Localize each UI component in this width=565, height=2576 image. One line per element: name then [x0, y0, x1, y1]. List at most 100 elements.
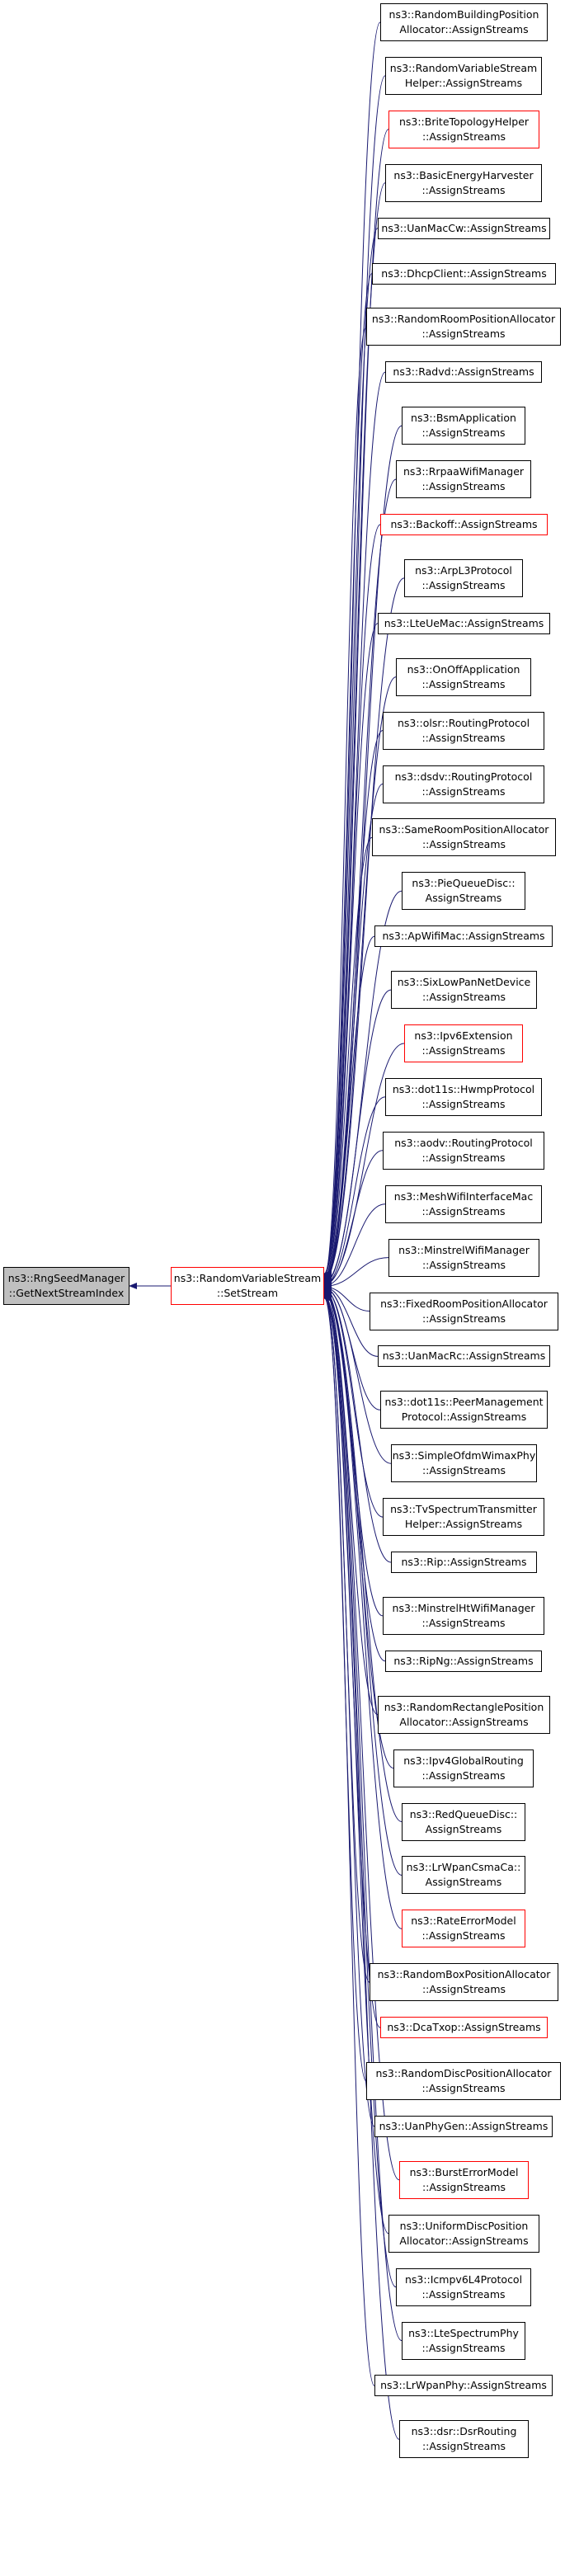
caller-node[interactable]: ns3::RateErrorModel::AssignStreams: [402, 1910, 525, 1948]
caller-node[interactable]: ns3::aodv::RoutingProtocol::AssignStream…: [383, 1131, 544, 1170]
node-label-line: ns3::OnOffApplication: [407, 662, 520, 676]
set-stream-node[interactable]: ns3::RandomVariableStream::SetStream: [171, 1267, 324, 1305]
caller-node[interactable]: ns3::ApWifiMac::AssignStreams: [374, 925, 553, 948]
node-label-line: ns3::RandomRoomPositionAllocator: [371, 313, 556, 326]
caller-node[interactable]: ns3::FixedRoomPositionAllocator::AssignS…: [370, 1292, 558, 1330]
edge-caller-to-hub: [323, 1284, 392, 1464]
caller-node[interactable]: ns3::SimpleOfdmWimaxPhy::AssignStreams: [391, 1444, 537, 1483]
current-function-node: ns3::RngSeedManager::GetNextStreamIndex: [3, 1267, 129, 1305]
caller-node[interactable]: ns3::Ipv6Extension::AssignStreams: [404, 1024, 523, 1062]
caller-node[interactable]: ns3::UanMacCw::AssignStreams: [378, 217, 550, 239]
caller-node[interactable]: ns3::UanMacRc::AssignStreams: [378, 1345, 550, 1368]
node-label-line: ns3::Ipv6Extension: [414, 1029, 513, 1042]
caller-node[interactable]: ns3::MeshWifiInterfaceMac::AssignStreams: [385, 1184, 542, 1223]
caller-node[interactable]: ns3::BurstErrorModel::AssignStreams: [399, 2160, 529, 2199]
node-label-line: ::AssignStreams: [421, 1312, 506, 1325]
caller-node[interactable]: ns3::dot11s::HwmpProtocol::AssignStreams: [385, 1077, 542, 1116]
node-label-line: ns3::BriteTopologyHelper: [398, 115, 530, 128]
caller-node[interactable]: ns3::Rip::AssignStreams: [391, 1552, 537, 1573]
node-label-line: Allocator::AssignStreams: [399, 1715, 529, 1728]
node-label-line: ns3::RandomRectanglePosition: [384, 1700, 544, 1713]
caller-node[interactable]: ns3::RipNg::AssignStreams: [385, 1650, 542, 1672]
node-label-line: ns3::Backoff::AssignStreams: [390, 518, 538, 530]
node-label-line: ::AssignStreams: [421, 1044, 506, 1057]
caller-node[interactable]: ns3::LrWpanPhy::AssignStreams: [374, 2375, 553, 2397]
caller-node[interactable]: ns3::BsmApplication::AssignStreams: [402, 407, 525, 445]
node-label-line: ns3::UanPhyGen::AssignStreams: [379, 2119, 549, 2132]
node-label-line: ns3::LrWpanPhy::AssignStreams: [380, 2379, 547, 2392]
caller-node[interactable]: ns3::Radvd::AssignStreams: [385, 361, 542, 384]
caller-node[interactable]: ns3::Backoff::AssignStreams: [380, 514, 548, 535]
caller-node[interactable]: ns3::Ipv4GlobalRouting::AssignStreams: [393, 1749, 534, 1787]
caller-node[interactable]: ns3::Icmpv6L4Protocol::AssignStreams: [396, 2268, 531, 2306]
node-label-line: ns3::DhcpClient::AssignStreams: [381, 266, 547, 280]
caller-node[interactable]: ns3::PieQueueDisc::AssignStreams: [402, 872, 525, 911]
node-label-line: Allocator::AssignStreams: [399, 23, 529, 35]
node-label-line: ns3::RandomDiscPositionAllocator: [375, 2067, 552, 2079]
node-label-line: ns3::RedQueueDisc::: [409, 1807, 518, 1820]
node-label-line: AssignStreams: [425, 892, 502, 905]
caller-node[interactable]: ns3::dsdv::RoutingProtocol::AssignStream…: [383, 765, 544, 803]
node-label-line: ::AssignStreams: [421, 480, 506, 493]
node-label-line: ::AssignStreams: [421, 1464, 506, 1477]
node-label-line: ::AssignStreams: [421, 327, 506, 341]
edge-caller-to-hub: [323, 1288, 379, 1716]
node-label-line: ns3::LrWpanCsmaCa::: [406, 1861, 521, 1874]
edge-caller-to-hub: [323, 182, 386, 1279]
node-label-line: ::AssignStreams: [421, 1204, 506, 1217]
edge-caller-to-hub: [323, 1293, 389, 2235]
edge-caller-to-hub: [323, 1257, 389, 1290]
caller-node[interactable]: ns3::LteSpectrumPhy::AssignStreams: [402, 2321, 525, 2360]
caller-node[interactable]: ns3::RedQueueDisc::AssignStreams: [402, 1802, 525, 1841]
caller-node[interactable]: ns3::LteUeMac::AssignStreams: [378, 612, 550, 634]
caller-node[interactable]: ns3::UanPhyGen::AssignStreams: [374, 2115, 553, 2137]
edge-caller-to-hub: [323, 75, 386, 1278]
caller-node[interactable]: ns3::SixLowPanNetDevice::AssignStreams: [391, 971, 537, 1010]
node-label-line: ns3::RngSeedManager: [7, 1272, 125, 1284]
node-label-line: ::AssignStreams: [421, 1616, 506, 1629]
caller-node[interactable]: ns3::SameRoomPositionAllocator::AssignSt…: [372, 818, 556, 857]
edge-caller-to-hub: [323, 1096, 386, 1288]
node-label-line: ns3::Radvd::AssignStreams: [393, 365, 534, 379]
node-label-line: ::AssignStreams: [421, 2287, 506, 2301]
edge-caller-to-hub: [323, 1286, 392, 1563]
node-label-line: Protocol::AssignStreams: [401, 1410, 527, 1424]
caller-node[interactable]: ns3::DcaTxop::AssignStreams: [380, 2017, 548, 2039]
caller-node[interactable]: ns3::RandomRoomPositionAllocator::Assign…: [366, 308, 561, 346]
node-label-line: ns3::RrpaaWifiManager: [403, 465, 525, 478]
node-label-line: ::GetNextStreamIndex: [8, 1287, 125, 1299]
node-label-line: ns3::dot11s::HwmpProtocol: [392, 1082, 535, 1095]
caller-node[interactable]: ns3::ArpL3Protocol::AssignStreams: [404, 558, 523, 597]
node-label-line: ns3::TvSpectrumTransmitter: [390, 1503, 537, 1516]
caller-node[interactable]: ns3::DhcpClient::AssignStreams: [372, 262, 556, 285]
edge-caller-to-hub: [323, 784, 384, 1285]
node-label-line: ns3::aodv::RoutingProtocol: [394, 1136, 533, 1149]
caller-node[interactable]: ns3::MinstrelWifiManager::AssignStreams: [388, 1238, 539, 1277]
node-label-line: ns3::olsr::RoutingProtocol: [397, 716, 530, 729]
node-label-line: ::AssignStreams: [421, 183, 506, 196]
caller-node[interactable]: ns3::BasicEnergyHarvester::AssignStreams: [385, 163, 542, 202]
caller-node[interactable]: ns3::dsr::DsrRouting::AssignStreams: [399, 2420, 529, 2459]
node-label-line: ::AssignStreams: [421, 2082, 506, 2094]
caller-node[interactable]: ns3::RandomDiscPositionAllocator::Assign…: [366, 2062, 561, 2100]
edge-caller-to-hub: [323, 730, 384, 1284]
caller-node[interactable]: ns3::LrWpanCsmaCa::AssignStreams: [402, 1856, 525, 1895]
node-label-line: ns3::ArpL3Protocol: [415, 563, 512, 577]
caller-node[interactable]: ns3::OnOffApplication::AssignStreams: [396, 657, 531, 696]
caller-node[interactable]: ns3::RandomBoxPositionAllocator::AssignS…: [370, 1963, 558, 2002]
caller-node[interactable]: ns3::olsr::RoutingProtocol::AssignStream…: [383, 711, 544, 750]
edge-caller-to-hub: [323, 1295, 400, 2440]
caller-node[interactable]: ns3::RrpaaWifiManager::AssignStreams: [396, 460, 531, 499]
caller-node[interactable]: ns3::MinstrelHtWifiManager::AssignStream…: [383, 1596, 544, 1635]
node-label-line: ::AssignStreams: [421, 731, 506, 744]
caller-node[interactable]: ns3::BriteTopologyHelper::AssignStreams: [388, 110, 539, 148]
node-label-line: ns3::dsr::DsrRouting: [411, 2425, 517, 2438]
edge-caller-to-hub: [323, 326, 367, 1280]
